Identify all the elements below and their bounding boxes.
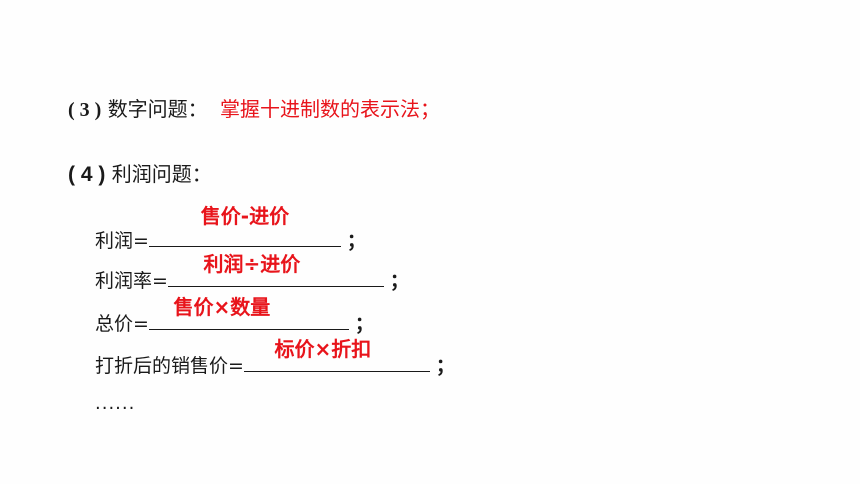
answer-blank: 售价-进价 (148, 204, 341, 247)
formula-end: ； (389, 270, 409, 292)
item-3-label: 数字问题： (107, 97, 208, 121)
item-4: ( 4 ) 利润问题： (68, 162, 212, 187)
ellipsis: ...... (95, 393, 136, 414)
formula-discount-price: 打折后的销售价= 标价×折扣 ； (95, 337, 455, 378)
formula-label: 利润率= (95, 270, 168, 292)
formula-profit: 利润= 售价-进价 ； (95, 204, 366, 253)
formula-label: 总价= (95, 313, 149, 335)
formula-label: 利润= (95, 230, 149, 252)
formula-end: ； (354, 313, 374, 335)
answer-text: 售价-进价 (200, 204, 290, 228)
item-4-number: ( 4 ) (68, 163, 106, 186)
item-3-number: ( 3 ) (68, 99, 102, 121)
answer-text: 售价×数量 (173, 295, 271, 319)
formula-end: ； (435, 355, 455, 377)
formula-label: 打折后的销售价= (95, 355, 244, 377)
formula-total-price: 总价= 售价×数量 ； (95, 295, 374, 336)
formula-end: ； (346, 230, 366, 252)
answer-blank: 标价×折扣 (243, 337, 430, 372)
answer-text: 标价×折扣 (274, 337, 372, 361)
item-4-label: 利润问题： (111, 162, 212, 186)
item-3-content: 掌握十进制数的表示法； (220, 97, 441, 121)
formula-profit-rate: 利润率= 利润÷进价 ； (95, 252, 409, 293)
answer-text: 利润÷进价 (203, 252, 301, 276)
answer-blank: 售价×数量 (148, 295, 349, 330)
item-3: ( 3 ) 数字问题： 掌握十进制数的表示法； (68, 97, 440, 122)
answer-blank: 利润÷进价 (167, 252, 384, 287)
